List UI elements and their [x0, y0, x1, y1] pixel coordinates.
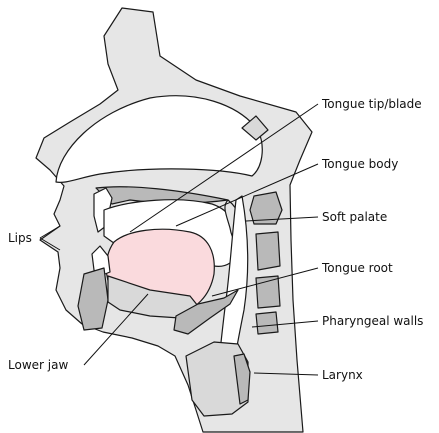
label-larynx: Larynx	[322, 368, 363, 382]
vertebra-2	[256, 232, 280, 270]
label-tongue-body: Tongue body	[321, 157, 398, 171]
label-lips: Lips	[8, 231, 32, 245]
vertebra-4	[256, 312, 278, 334]
nasal-cavity	[56, 96, 262, 183]
label-pharyngeal-walls: Pharyngeal walls	[322, 314, 423, 328]
label-tongue-root: Tongue root	[321, 261, 393, 275]
label-soft-palate: Soft palate	[322, 210, 387, 224]
label-lower-jaw: Lower jaw	[8, 358, 68, 372]
label-tongue-tip-blade: Tongue tip/blade	[321, 97, 422, 111]
